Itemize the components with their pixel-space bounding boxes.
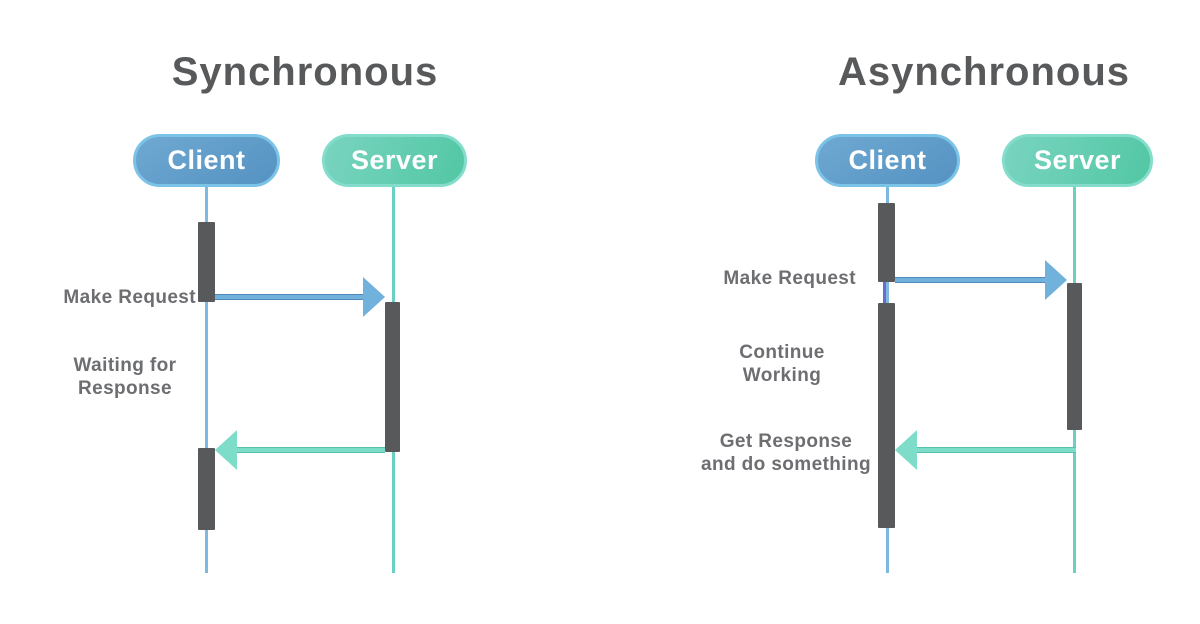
server-actor-pill: Server [322, 134, 467, 187]
continue-line-1: Continue [739, 342, 825, 363]
request-arrow-shaft [215, 294, 363, 300]
response-arrow-head-icon [215, 430, 237, 470]
synchronous-title: Synchronous [171, 50, 439, 94]
asynchronous-title: Asynchronous [837, 50, 1131, 94]
server-activation-bar [385, 302, 400, 452]
client-lifeline [205, 187, 208, 573]
waiting-for-response-label: Waiting for Response [45, 354, 205, 400]
client-actor-pill: Client [133, 134, 280, 187]
request-arrow-head-icon [1045, 260, 1067, 300]
waiting-line-2: Response [77, 378, 172, 399]
get-response-line-1: Get Response [719, 431, 853, 452]
client-actor-pill: Client [815, 134, 960, 187]
get-response-line-2: and do something [700, 454, 871, 475]
make-request-label: Make Request [63, 287, 196, 308]
response-arrow-shaft [917, 447, 1076, 453]
server-actor-pill: Server [1002, 134, 1153, 187]
make-request-label: Make Request [723, 268, 856, 289]
response-arrow-shaft [237, 447, 385, 453]
client-activation-bar-1 [878, 203, 895, 282]
synchronous-diagram: Synchronous Client Server Make Request W… [45, 50, 467, 573]
waiting-line-1: Waiting for [73, 355, 177, 376]
request-arrow-shaft [895, 277, 1045, 283]
lifeline-gap-accent [883, 282, 886, 303]
server-activation-bar [1067, 283, 1082, 430]
request-arrow-head-icon [363, 277, 385, 317]
continue-working-label: Continue Working [702, 341, 862, 387]
continue-line-2: Working [742, 365, 822, 386]
client-activation-bar-2 [198, 448, 215, 530]
asynchronous-diagram: Asynchronous Client Server Make Request … [600, 0, 1200, 624]
get-response-label: Get Response and do something [696, 430, 876, 476]
client-activation-bar-2 [878, 303, 895, 528]
response-arrow-head-icon [895, 430, 917, 470]
client-activation-bar-1 [198, 222, 215, 302]
